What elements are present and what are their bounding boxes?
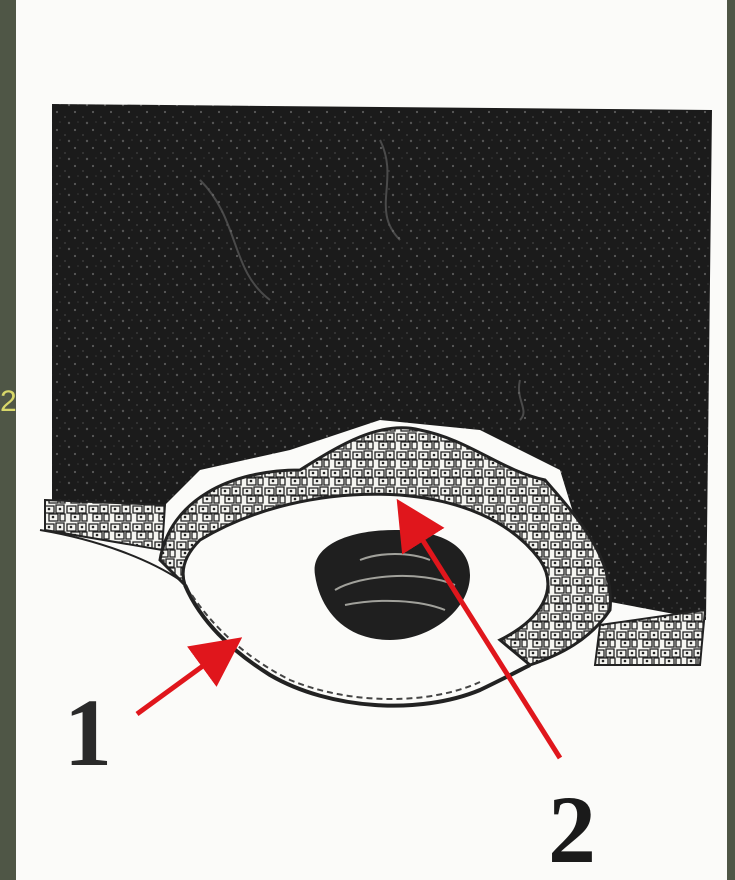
inner-dark-mass <box>315 530 470 640</box>
label-2: 2 <box>548 776 596 880</box>
arrow-to-1 <box>137 652 222 714</box>
label-1: 1 <box>64 679 112 786</box>
